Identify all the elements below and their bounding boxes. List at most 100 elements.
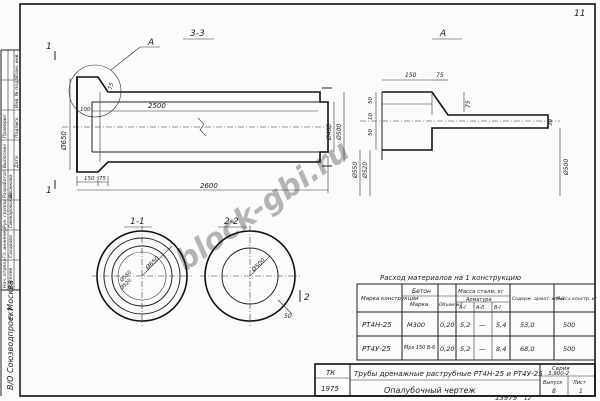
row1-mark: РТ4Н-25 <box>362 321 392 329</box>
section-3-3-view: 3-3 1 1 А 2500 100 75 Ø650 Ø400 Ø500 <box>46 29 345 196</box>
section-2-2-title: 2-2 <box>224 217 239 227</box>
dim-socket-75b: 75 <box>99 176 106 182</box>
dim-a-50b: 50 <box>368 129 374 136</box>
th-rebar: Арматура <box>465 297 492 303</box>
dim-socket-100: 100 <box>80 107 91 113</box>
dim-a-75: 75 <box>436 72 444 79</box>
sheet-frame <box>19 3 596 397</box>
page-corner-number: 11 <box>574 9 585 19</box>
dim-a-75v: 75 <box>465 100 472 108</box>
materials-table: Расход материалов на 1 конструкцию Марка… <box>356 274 598 361</box>
th-steel: Масса стали, кг <box>458 289 504 295</box>
th-steel-content: Содерж. армат. кг/м3 <box>512 296 565 302</box>
row1-volume: 0,20 <box>440 321 454 329</box>
dim-a-50a: 50 <box>368 97 374 104</box>
dim-socket-75: 75 <box>108 82 115 90</box>
th-rebar-a2: А-II <box>475 305 485 311</box>
stamp-role-6: Проверил <box>2 114 8 138</box>
row2-grade: Мрз 150 В-6 <box>404 345 435 351</box>
row2-a1: 5,2 <box>460 345 470 353</box>
row1-content: 53,0 <box>520 321 534 329</box>
detail-a-socket-profile <box>382 91 549 151</box>
detail-a-callout-label: А <box>147 38 154 48</box>
cut-mark-1-bottom: 1 <box>46 186 52 196</box>
row1-vr1: 5,4 <box>496 321 506 329</box>
dim-diameter-650: Ø650 <box>60 131 68 151</box>
row2-content: 68,0 <box>520 345 534 353</box>
dim-diameter-400: Ø400 <box>326 124 333 141</box>
dim-length-2500: 2500 <box>148 102 166 110</box>
dim-length-2600: 2600 <box>200 182 218 190</box>
title-block-title: Трубы дренажные раструбные РТ4Н-25 и РТ4… <box>354 369 543 378</box>
dim-a-520: Ø520 <box>362 162 369 179</box>
stamp-name-4: Васюкова <box>8 174 14 198</box>
watermark: block-gbi.ru <box>170 133 357 278</box>
detail-a-title: А <box>439 29 446 39</box>
th-weight: Масса констр. кг <box>556 296 598 302</box>
stamp-col-4: Взам. инв. <box>14 53 20 78</box>
series-value: 3.900-2 <box>548 371 570 377</box>
dim-a-10: 10 <box>368 113 374 120</box>
stamp-name-3: Симкаровский <box>8 193 14 228</box>
title-block-year: 1975 <box>321 385 339 393</box>
cut-mark-1-top: 1 <box>46 42 52 52</box>
ring-2-d500: Ø500 <box>250 257 267 274</box>
row2-vr1: 8,4 <box>496 345 506 353</box>
inventory-suffix: 12 <box>524 396 531 401</box>
sheet-value: 1 <box>579 388 583 395</box>
dim-a-30: 30 <box>548 119 554 126</box>
th-rebar-vr1: В-I <box>494 305 501 311</box>
th-concrete-grade: Марка <box>410 302 429 308</box>
stamp-col-3: Дата <box>14 156 20 169</box>
dim-socket-150: 150 <box>84 176 95 182</box>
th-mark: Марка конструкции <box>361 296 419 302</box>
pipe-outline <box>76 76 329 173</box>
row1-grade: М300 <box>407 321 425 329</box>
row2-weight: 500 <box>563 345 575 353</box>
detail-a-callout-circle <box>68 64 122 118</box>
row2-mark: РТ4У-25 <box>362 345 391 353</box>
stamp-role-1: Нач. отдела <box>2 259 8 288</box>
ring-1-d650: Ø650 <box>144 255 161 272</box>
stamp-col-1: Инв. № подл. <box>14 76 20 108</box>
section-1-1-title: 1-1 <box>130 217 145 227</box>
dim-a-500: Ø500 <box>563 159 570 176</box>
th-volume: Объем м3 <box>439 302 462 308</box>
cut-mark-2: 2 <box>304 293 310 303</box>
title-block: ТК 1975 Трубы дренажные раструбные РТ4Н-… <box>314 363 596 397</box>
sheet-label: Лист <box>572 380 587 386</box>
row1-a1: 5,2 <box>460 321 470 329</box>
th-concrete: Бетон <box>412 288 431 295</box>
row1-a2: — <box>479 321 486 329</box>
th-rebar-a1: А-I <box>458 305 466 311</box>
left-stamp-strip: В/О Союзводпроект г. Москва Нач. отдела … <box>0 49 21 396</box>
issue-label: Выпуск <box>543 380 562 386</box>
dim-a-150: 150 <box>405 72 417 79</box>
section-1-1-view: 1-1 Ø650 Ø550 Ø520 <box>92 217 192 326</box>
row2-volume: 0,20 <box>440 345 454 353</box>
dim-a-550: Ø550 <box>352 162 359 179</box>
stamp-org: В/О Союзводпроект <box>6 306 15 390</box>
section-3-3-title: 3-3 <box>190 29 205 39</box>
stamp-name-1: Киселев <box>8 268 14 288</box>
stamp-name-2: Сахарова <box>8 235 14 258</box>
stamp-city: г. Москва <box>6 280 15 320</box>
stamp-col-2: Подпись <box>14 117 20 138</box>
stamp-role-4: Разработал <box>2 170 8 198</box>
ring-2-dim-50: 50 <box>284 313 292 320</box>
row2-a2: — <box>479 345 486 353</box>
detail-a-view: А 150 75 75 50 10 50 30 Ø550 Ø520 Ø500 <box>352 29 570 196</box>
title-block-code: ТК <box>326 369 336 377</box>
title-block-subtitle: Опалубочный чертеж <box>384 386 476 395</box>
materials-table-caption: Расход материалов на 1 конструкцию <box>380 274 521 282</box>
stamp-role-3: Рук. группы <box>2 199 8 228</box>
issue-value: 8 <box>552 388 556 395</box>
dim-diameter-500: Ø500 <box>336 124 343 141</box>
stamp-role-2: Гл. инженер <box>2 228 8 258</box>
series-label: Серия <box>552 366 570 372</box>
row1-weight: 500 <box>563 321 575 329</box>
inventory-number: 13979 <box>495 394 518 401</box>
stamp-role-5: Выполнил <box>2 143 8 168</box>
